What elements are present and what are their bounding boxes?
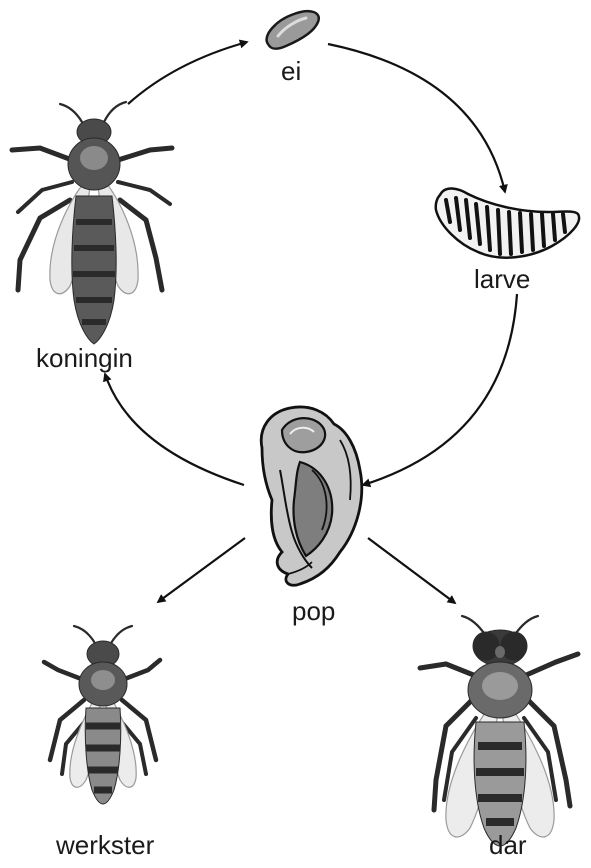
label-larva: larve xyxy=(474,266,530,292)
arrow-pupa-to-queen xyxy=(105,374,244,485)
label-pupa: pop xyxy=(292,598,335,624)
egg-icon xyxy=(267,11,319,49)
label-worker: werkster xyxy=(56,832,154,858)
arrow-egg-to-larva xyxy=(328,44,505,192)
label-queen: koningin xyxy=(36,345,133,371)
queen-bee-icon xyxy=(12,102,172,344)
larva-icon xyxy=(436,188,579,257)
pupa-icon xyxy=(261,407,362,585)
worker-bee-icon xyxy=(44,626,160,804)
label-drone: dar xyxy=(489,832,527,858)
label-egg: ei xyxy=(281,58,301,84)
arrow-larva-to-pupa xyxy=(363,294,517,485)
arrow-pupa-to-worker xyxy=(158,538,245,602)
arrow-queen-to-egg xyxy=(128,42,247,104)
drone-bee-icon xyxy=(420,616,578,846)
arrow-pupa-to-drone xyxy=(368,538,455,603)
